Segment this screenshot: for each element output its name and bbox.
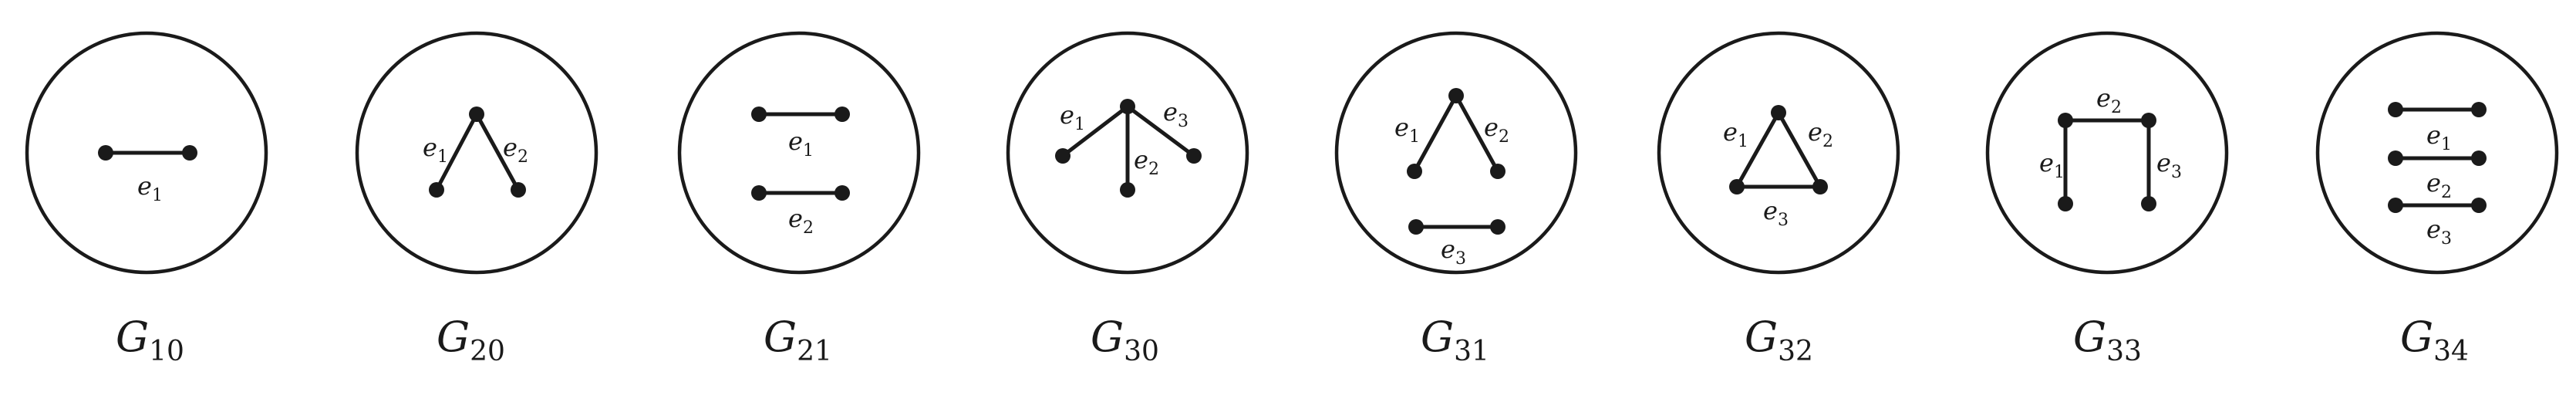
graph-boundary-circle — [1006, 31, 1249, 275]
graph-vertex — [1120, 99, 1135, 114]
edge-label: e2 — [2426, 168, 2452, 202]
graph-g31: e1 e2 e3 G31 — [1334, 31, 1578, 367]
graph-edge — [1735, 110, 1781, 189]
graph-vertex — [1490, 219, 1505, 235]
graph-name: G33 — [2073, 313, 2142, 367]
graph-vertex — [1407, 164, 1422, 179]
edge-label: e1 — [423, 133, 448, 167]
edge-label: e3 — [2426, 215, 2452, 249]
graph-boundary-circle — [1657, 31, 1900, 275]
graph-vertex — [1771, 105, 1786, 120]
edge-label: e1 — [1394, 113, 1420, 147]
graph-boundary-circle — [1985, 31, 2229, 275]
graph-vertex — [511, 182, 526, 198]
graph-vertex — [751, 107, 767, 122]
edge-label: e2 — [1484, 113, 1509, 147]
graph-vertex — [751, 185, 767, 201]
graph-g20: e1 e2 G20 — [355, 31, 598, 367]
graph-vertex — [2388, 150, 2403, 166]
graph-boundary-circle — [355, 31, 598, 275]
graph-vertex — [2141, 113, 2156, 128]
edge-label: e3 — [1441, 235, 1466, 269]
graph-edge — [1125, 104, 1196, 158]
edge-label: e2 — [503, 133, 528, 167]
graph-name: G32 — [1745, 313, 1813, 367]
graph-vertex — [1729, 179, 1745, 194]
graph-boundary-circle — [1334, 31, 1578, 275]
graph-name: G20 — [437, 313, 505, 367]
graph-g10: e1 G10 — [25, 31, 268, 367]
graph-vertex — [98, 145, 113, 161]
graph-g30: e1 e2 e3 G30 — [1006, 31, 1249, 367]
graph-boundary-circle — [25, 31, 268, 275]
graph-g33: e1 e2 e3 G33 — [1985, 31, 2229, 367]
graph-vertex — [2141, 196, 2156, 211]
edge-label: e1 — [2426, 120, 2452, 154]
graph-edge — [434, 112, 479, 192]
graph-vertex — [1408, 219, 1424, 235]
graph-vertex — [2471, 102, 2487, 117]
graph-name: G31 — [1421, 313, 1489, 367]
graph-vertex — [835, 107, 850, 122]
edge-label: e3 — [2156, 148, 2182, 182]
graph-name: G30 — [1091, 313, 1159, 367]
edge-label: e1 — [1723, 117, 1748, 151]
graph-g21: e1 e2 G21 — [677, 31, 921, 367]
graph-edge — [474, 112, 521, 192]
graph-vertex — [1812, 179, 1828, 194]
edge-label: e1 — [788, 127, 814, 161]
graph-vertex — [1490, 164, 1505, 179]
graph-boundary-circle — [2315, 31, 2559, 275]
graph-vertex — [2471, 198, 2487, 213]
graph-g32: e1 e2 e3 G32 — [1657, 31, 1900, 367]
graph-vertex — [1448, 88, 1464, 103]
graph-vertex — [2388, 102, 2403, 117]
graph-edge — [1412, 93, 1458, 174]
edge-label: e2 — [1134, 145, 1159, 179]
edge-label: e2 — [2096, 83, 2122, 117]
graph-vertex — [182, 145, 197, 161]
edge-label: e1 — [137, 171, 163, 205]
graph-vertex — [1120, 182, 1135, 198]
graph-vertex — [2388, 198, 2403, 213]
graph-vertex — [469, 107, 484, 122]
edge-label: e3 — [1163, 97, 1189, 131]
graph-g34: e1 e2 e3 G34 — [2315, 31, 2559, 367]
graph-vertex — [429, 182, 444, 198]
graph-name: G21 — [764, 313, 832, 367]
graph-vertex — [835, 185, 850, 201]
edge-label: e1 — [1060, 100, 1085, 134]
graph-vertex — [2058, 196, 2073, 211]
edge-label: e1 — [2039, 148, 2065, 182]
edge-label: e3 — [1763, 196, 1789, 230]
graph-edge — [1454, 93, 1500, 174]
graph-vertex — [1055, 148, 1071, 164]
edge-label: e2 — [1808, 117, 1833, 151]
graph-edge — [1776, 110, 1822, 189]
graph-vertex — [2471, 150, 2487, 166]
graph-boundary-circle — [677, 31, 921, 275]
graph-name: G10 — [116, 313, 184, 367]
graph-vertex — [2058, 113, 2073, 128]
graph-vertex — [1186, 148, 1202, 164]
graph-edge — [1060, 104, 1130, 158]
graph-name: G34 — [2400, 313, 2469, 367]
edge-label: e2 — [788, 204, 814, 238]
